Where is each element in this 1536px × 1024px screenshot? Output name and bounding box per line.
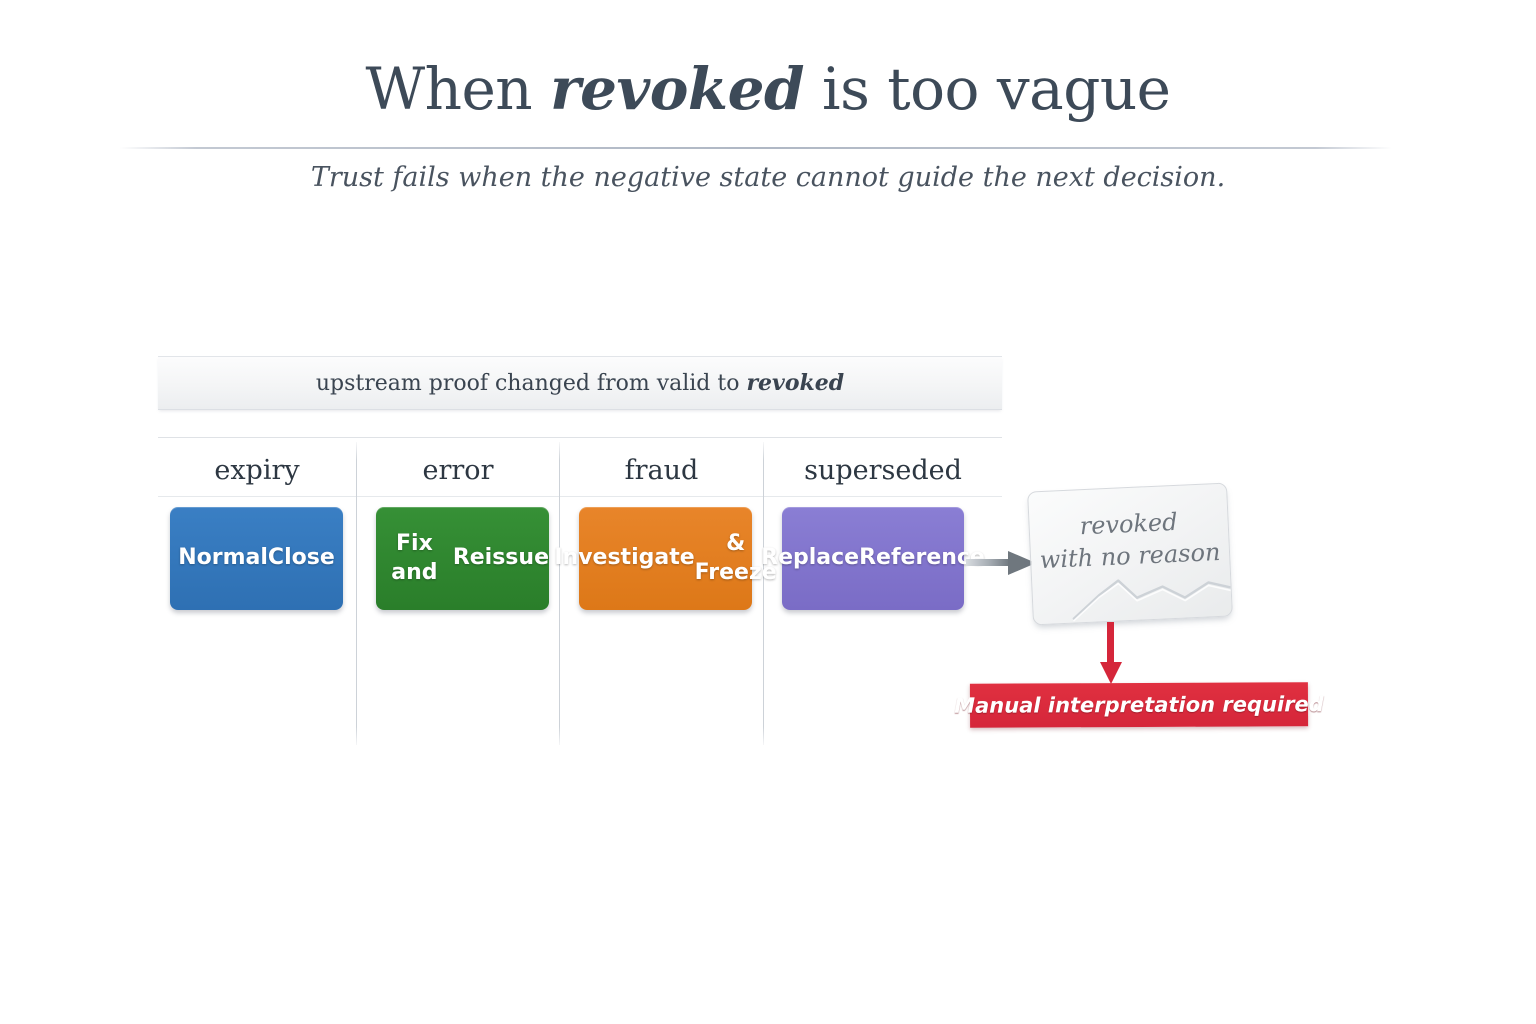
manual-interpretation-banner-text: Manual interpretation required xyxy=(954,692,1324,718)
page-title: When revoked is too vague xyxy=(0,58,1536,121)
column-header-expiry: expiry xyxy=(214,454,300,486)
page-title-emphasis: revoked xyxy=(550,55,805,123)
flow-arrow-right-icon xyxy=(966,548,1036,578)
column-header-fraud: fraud xyxy=(624,454,699,486)
upstream-event-text: upstream proof changed from valid to rev… xyxy=(316,370,844,396)
table-top-rule xyxy=(158,437,1002,438)
column-divider-2 xyxy=(559,442,560,745)
title-divider xyxy=(120,147,1392,149)
column-header-error: error xyxy=(422,454,494,486)
upstream-event-bar: upstream proof changed from valid to rev… xyxy=(158,356,1002,410)
column-divider-3 xyxy=(763,442,764,745)
page-title-prefix: When xyxy=(365,55,551,123)
page-subtitle: Trust fails when the negative state cann… xyxy=(310,162,1226,193)
table-header-rule xyxy=(158,496,1002,497)
upstream-emphasis: revoked xyxy=(746,370,845,396)
manual-interpretation-banner: Manual interpretation required xyxy=(954,682,1324,728)
page-title-suffix: is too vague xyxy=(804,55,1171,123)
upstream-prefix: upstream proof changed from valid to xyxy=(315,371,747,396)
escalation-arrow-down-icon xyxy=(1098,622,1124,684)
crack-icon xyxy=(1072,579,1232,622)
action-card-investigate-freeze[interactable]: Investigate& Freeze xyxy=(554,507,777,610)
column-header-superseded: superseded xyxy=(804,454,962,486)
column-divider-1 xyxy=(356,442,357,745)
ambiguous-state-card: revoked with no reason xyxy=(1027,482,1233,626)
